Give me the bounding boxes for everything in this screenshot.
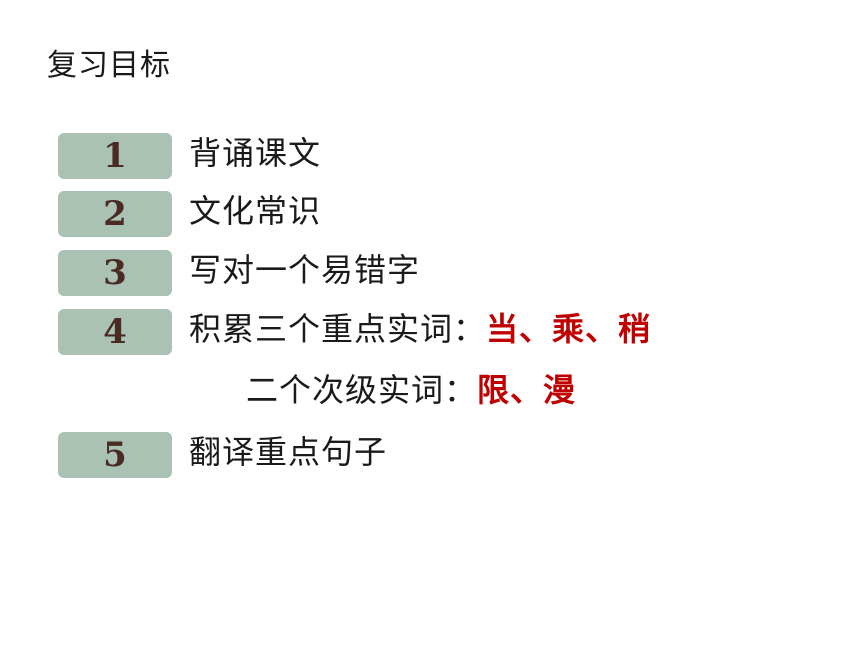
sub-objective-label: 二个次级实词： xyxy=(246,371,478,409)
number-badge-2: 2 xyxy=(58,191,172,237)
number-badge-3: 3 xyxy=(58,250,172,296)
number-badge-5: 5 xyxy=(58,432,172,478)
highlight-secondary-words: 限、漫 xyxy=(477,371,577,409)
objective-text-2: 文化常识 xyxy=(189,192,322,230)
page-title: 复习目标 xyxy=(47,48,171,83)
number-badge-1: 1 xyxy=(58,133,172,179)
sub-objective-text: 二个次级实词：限、漫 xyxy=(246,370,576,410)
objective-text-4: 积累三个重点实词：当、乘、稍 xyxy=(189,309,651,355)
number-badge-4: 4 xyxy=(58,309,172,355)
objective-text-1: 背诵课文 xyxy=(189,134,322,172)
objective-text-3: 写对一个易错字 xyxy=(189,251,421,289)
objective-text-5: 翻译重点句子 xyxy=(189,433,388,471)
highlight-key-words: 当、乘、稍 xyxy=(486,310,652,348)
objective-label-4: 积累三个重点实词： xyxy=(189,310,487,348)
